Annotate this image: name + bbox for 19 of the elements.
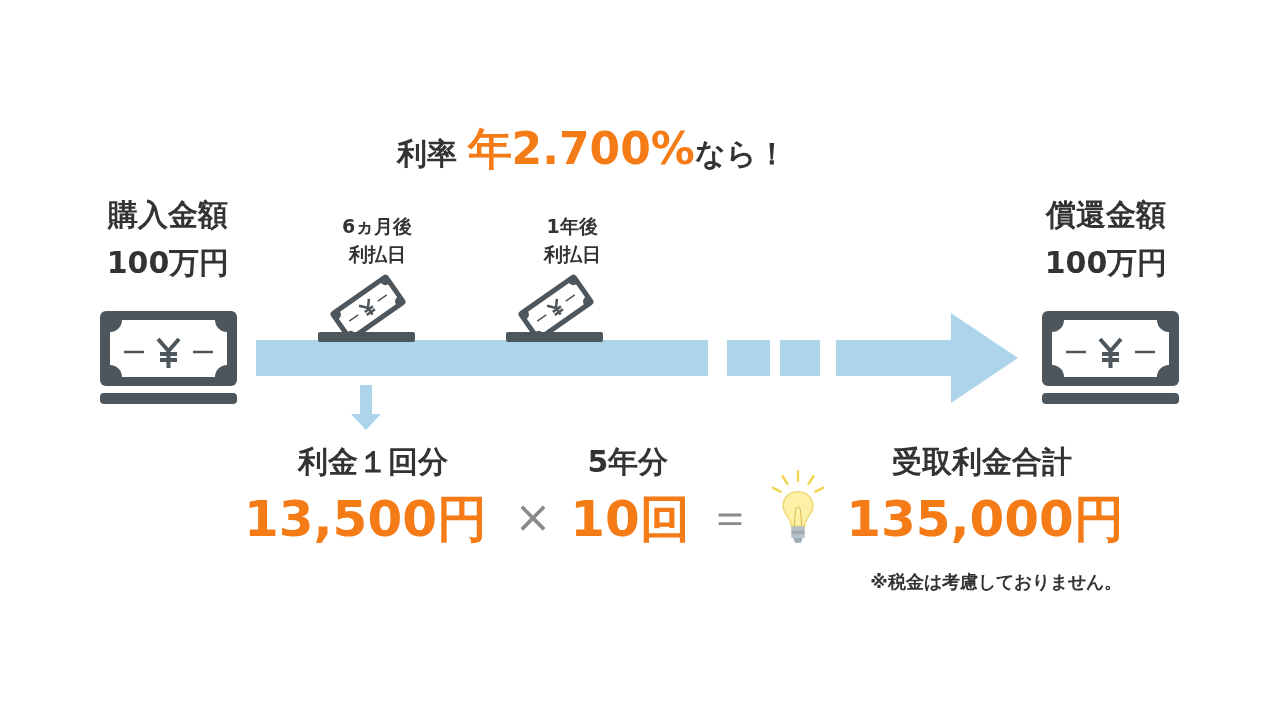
heading: 利金１回分	[297, 444, 448, 480]
amount-text: 100万円	[106, 245, 230, 281]
date-label: 1年後	[546, 214, 598, 238]
heading: 受取利金合計	[892, 444, 1072, 480]
date-label: 利払日	[543, 242, 601, 266]
heading: 購入金額	[108, 197, 228, 233]
date-label: 利払日	[348, 242, 406, 266]
date-label: 6ヵ月後	[341, 214, 413, 238]
math-sign: ×	[514, 492, 552, 542]
heading: 5年分	[587, 444, 669, 480]
footnote: ※税金は考慮しておりません。	[870, 570, 1122, 594]
amount-text: 10回	[570, 490, 690, 548]
amount-text: 135,000円	[846, 490, 1124, 548]
arrow	[351, 385, 381, 430]
amount-text: 13,500円	[244, 490, 487, 548]
amount-text: 100万円	[1044, 245, 1168, 281]
heading: 償還金額	[1046, 197, 1166, 233]
title: 利率 年2.700%なら！	[397, 124, 787, 176]
math-sign: ＝	[708, 492, 752, 542]
